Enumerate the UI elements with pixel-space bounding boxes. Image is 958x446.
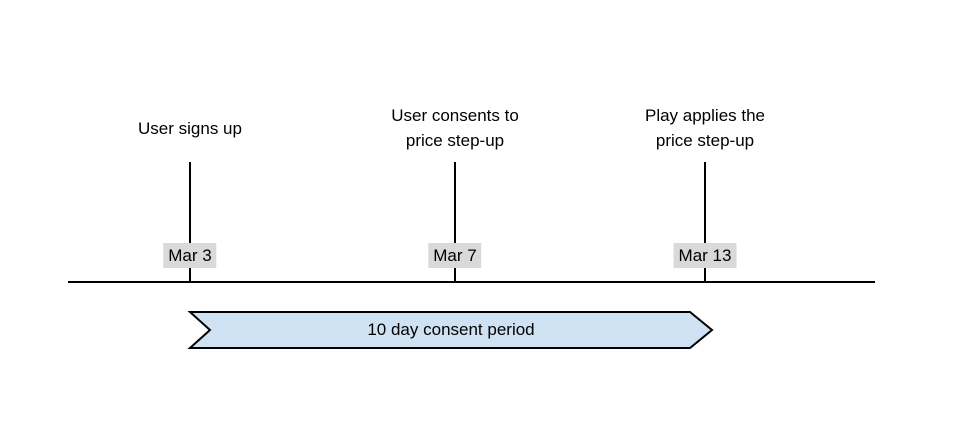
event-label: Play applies the price step-up: [644, 106, 766, 150]
event-label: User consents to price step-up: [391, 106, 519, 150]
event-tick-line: [454, 162, 456, 283]
consent-period-label: 10 day consent period: [367, 320, 535, 339]
event-label: User signs up: [138, 118, 242, 138]
event-tick-line: [704, 162, 706, 283]
event-date-badge: Mar 3: [163, 243, 217, 268]
event-date-badge: Mar 7: [428, 243, 482, 268]
event-date-badge: Mar 13: [673, 243, 737, 268]
timeline-axis-line: [68, 281, 875, 283]
event-tick-line: [189, 162, 191, 283]
